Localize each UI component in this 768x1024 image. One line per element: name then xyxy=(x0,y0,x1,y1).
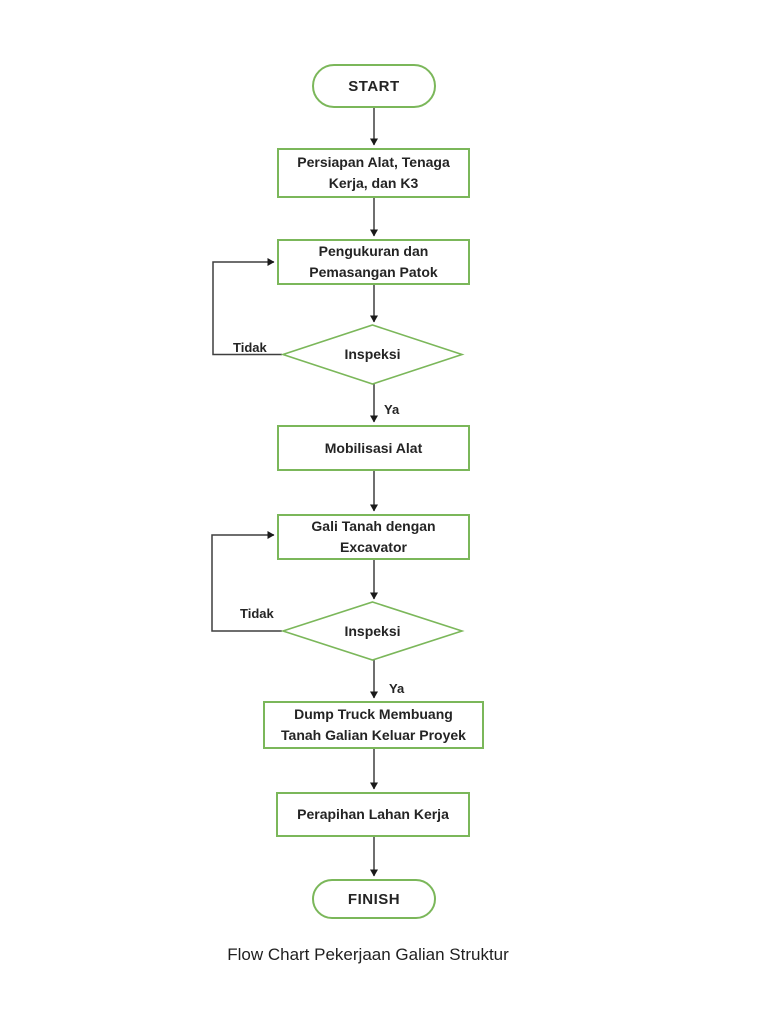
node-gali: Gali Tanah dengan Excavator xyxy=(277,514,470,560)
edge-label-inspeksi2-tidak: Tidak xyxy=(240,606,274,621)
node-persiapan: Persiapan Alat, Tenaga Kerja, dan K3 xyxy=(277,148,470,198)
node-dump-truck-label: Dump Truck Membuang Tanah Galian Keluar … xyxy=(281,706,466,743)
node-inspeksi2-label: Inspeksi xyxy=(344,623,401,639)
node-pengukuran: Pengukuran dan Pemasangan Patok xyxy=(277,239,470,285)
node-start-label: START xyxy=(348,77,400,95)
node-inspeksi1-label: Inspeksi xyxy=(344,346,401,362)
node-inspeksi2-shape xyxy=(280,601,465,661)
edge-inspeksi1-loop-tidak xyxy=(212,258,282,356)
edge-inspeksi2-loop-tidak xyxy=(211,531,282,632)
node-perapihan: Perapihan Lahan Kerja xyxy=(276,792,470,837)
edge-label-inspeksi2-ya: Ya xyxy=(389,681,405,696)
node-finish: FINISH xyxy=(312,879,436,919)
node-dump-truck: Dump Truck Membuang Tanah Galian Keluar … xyxy=(263,701,484,749)
diagram-caption: Flow Chart Pekerjaan Galian Struktur xyxy=(227,945,509,964)
node-finish-label: FINISH xyxy=(347,890,401,908)
node-perapihan-label: Perapihan Lahan Kerja xyxy=(297,806,449,822)
node-persiapan-label: Persiapan Alat, Tenaga Kerja, dan K3 xyxy=(297,154,450,191)
node-inspeksi1-shape xyxy=(280,324,465,385)
node-gali-label: Gali Tanah dengan Excavator xyxy=(311,518,436,555)
node-pengukuran-label: Pengukuran dan Pemasangan Patok xyxy=(309,243,438,280)
edge-label-inspeksi1-ya: Ya xyxy=(384,402,400,417)
node-mobilisasi: Mobilisasi Alat xyxy=(277,425,470,471)
edge-label-inspeksi1-tidak: Tidak xyxy=(233,340,267,355)
node-start: START xyxy=(312,64,436,108)
node-mobilisasi-label: Mobilisasi Alat xyxy=(324,439,423,456)
